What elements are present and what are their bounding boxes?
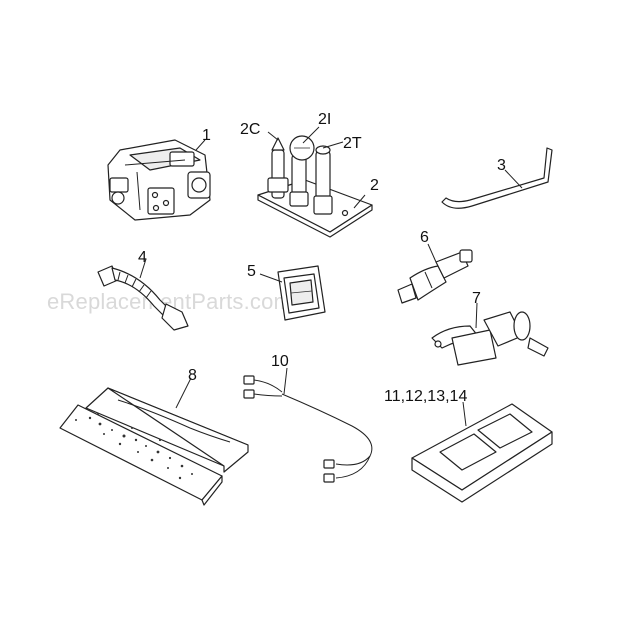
orifice-holder-part[interactable] (431, 311, 549, 366)
callout-2T: 2T (343, 135, 362, 152)
callout-2C: 2C (240, 121, 260, 138)
callout-11-14: 11,12,13,14 (384, 388, 467, 405)
piezo-igniter-part[interactable] (397, 249, 473, 304)
ember-bed-part[interactable] (59, 387, 249, 506)
leader-2T (322, 141, 344, 149)
leader-2I (302, 126, 320, 144)
callout-3: 3 (497, 157, 506, 174)
callout-10: 10 (271, 353, 289, 370)
leader-5 (259, 273, 283, 283)
rocker-switch-part[interactable] (277, 265, 326, 321)
callout-4: 4 (138, 249, 147, 266)
leader-3 (504, 169, 523, 189)
callout-7: 7 (472, 290, 481, 307)
callout-8: 8 (188, 367, 197, 384)
remote-kit-part[interactable] (411, 403, 553, 503)
leader-8 (175, 377, 192, 409)
leader-7 (475, 302, 478, 329)
pilot-tube-part[interactable] (441, 147, 553, 209)
wire-harness-part[interactable] (243, 375, 373, 483)
gas-connector-part[interactable] (97, 265, 189, 331)
leader-4 (139, 258, 147, 279)
callout-5: 5 (247, 263, 256, 280)
gas-valve-part[interactable] (107, 139, 211, 221)
pilot-assembly-part[interactable] (257, 135, 373, 238)
leader-6 (427, 243, 437, 263)
callout-2: 2 (370, 177, 379, 194)
callout-2I: 2I (318, 111, 331, 128)
leader-2 (353, 194, 366, 209)
callout-6: 6 (420, 229, 429, 246)
leader-11-14 (462, 401, 467, 427)
leader-10 (283, 367, 288, 395)
callout-1: 1 (202, 127, 211, 144)
leader-2C (267, 131, 279, 141)
